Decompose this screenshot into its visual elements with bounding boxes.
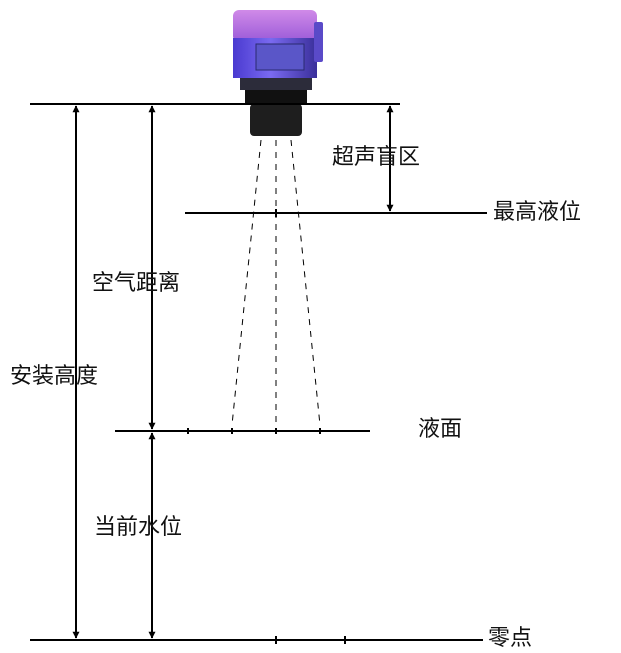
line-ticks <box>187 209 346 644</box>
sensor-icon <box>233 10 323 136</box>
ultrasonic-beam <box>231 139 321 426</box>
zero-point-label: 零点 <box>488 626 533 651</box>
liquid-surface-label: 液面 <box>418 417 463 442</box>
max-level-label: 最高液位 <box>493 200 582 225</box>
install-height-label: 安装高度 <box>10 364 99 389</box>
blind-zone-label: 超声盲区 <box>332 145 421 170</box>
current-level-label: 当前水位 <box>94 515 183 540</box>
air-distance-label: 空气距离 <box>92 271 181 296</box>
